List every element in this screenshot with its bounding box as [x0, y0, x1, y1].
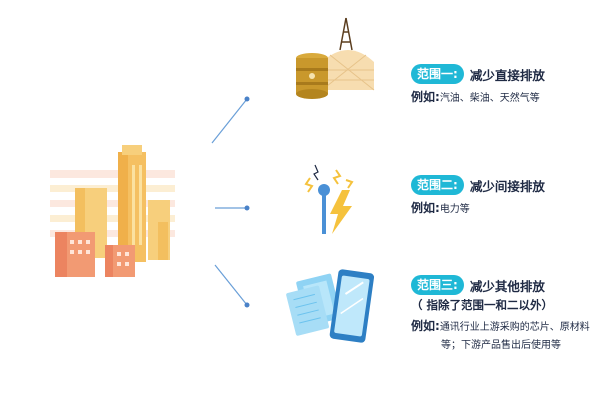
scope-3-example-text: 通讯行业上游采购的芯片、原材料: [439, 322, 590, 333]
scope-2-label: 范围二: 减少间接排放: [411, 175, 545, 195]
scope-1-example: 例如:汽油、柴油、天然气等: [411, 87, 540, 108]
oil-barrel-and-refinery-icon: [296, 17, 375, 99]
scope-3-title: 减少其他排放: [469, 278, 545, 294]
scope-3-example-text-2: 等；下游产品售出后使用等: [441, 340, 561, 351]
city-buildings-icon: [50, 145, 175, 277]
scope-3-label: 范围三: 减少其他排放: [411, 275, 545, 295]
scope-1-example-prefix: 例如:: [411, 90, 440, 104]
scope-3-example: 例如:通讯行业上游采购的芯片、原材料: [411, 316, 590, 337]
scope-2-example-text: 电力等: [439, 204, 470, 215]
scope-1-example-text: 汽油、柴油、天然气等: [439, 93, 540, 104]
scope-3-example-prefix: 例如:: [411, 319, 440, 333]
chip-and-phone-icon: [286, 269, 375, 343]
connector-dot-2: [244, 205, 250, 211]
connector-lines: [211, 98, 248, 306]
scope-3-tag: 范围三:: [411, 275, 464, 295]
scope-3-note: （ 指除了范围一和二以外）: [411, 298, 554, 312]
scope-1-tag: 范围一:: [411, 64, 464, 84]
connector-dot-3: [244, 302, 250, 308]
electric-plug-lightning-icon: [304, 164, 354, 234]
scope-2-example: 例如:电力等: [411, 198, 470, 219]
scope-2-title: 减少间接排放: [469, 178, 545, 194]
scope-2-example-prefix: 例如:: [411, 201, 440, 215]
connector-to-scope-3: [214, 264, 248, 306]
connector-dot-1: [244, 96, 250, 102]
scope-1-title: 减少直接排放: [469, 67, 545, 83]
connector-to-scope-1: [211, 98, 248, 144]
scope-2-tag: 范围二:: [411, 175, 464, 195]
scope-1-label: 范围一: 减少直接排放: [411, 64, 545, 84]
